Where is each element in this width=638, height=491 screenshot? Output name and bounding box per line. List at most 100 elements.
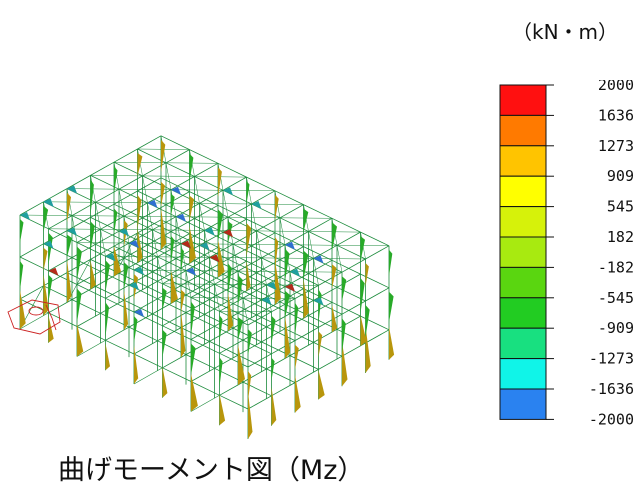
moment-mark [228,292,234,332]
beam [118,259,143,274]
beam [165,233,190,248]
beam [219,381,244,396]
roof-brace [152,229,158,257]
moment-mark [295,374,301,413]
moment-mark [389,291,394,323]
moment-mark [189,195,194,221]
beam [279,246,304,261]
beam [266,355,291,370]
beam [105,339,135,355]
beam-end-moment [119,228,129,237]
roof-brace [185,270,192,298]
beam [157,285,182,300]
beam [189,149,219,164]
beam [48,257,73,272]
moment-mark [171,270,178,304]
beam [165,149,190,164]
beam [152,216,177,231]
beam [175,203,200,218]
beam-end-moment [43,240,54,249]
beam [19,285,44,300]
beam [165,191,190,206]
moment-mark [171,235,175,264]
support-ellipse [28,306,44,316]
roof-brace [165,162,172,190]
beam-end-moment [67,227,77,236]
beam [76,312,101,327]
moment-mark [238,344,245,386]
moment-mark [285,290,290,319]
beam [180,272,205,286]
moment-mark [303,208,309,233]
beam [190,367,215,382]
legend-swatch [499,114,547,147]
moment-mark [219,357,223,387]
moment-mark [43,247,48,271]
beam [160,135,190,150]
moment-mark [332,222,337,251]
beam [100,215,125,230]
moment-mark [20,290,26,329]
beam [43,188,68,203]
beam [261,244,286,259]
legend-swatch [499,358,547,390]
beam [142,259,172,275]
moment-mark [134,316,138,343]
moment-mark [275,236,279,272]
beam [271,298,296,313]
legend-tick-label: 545 [607,198,634,216]
moment-mark [219,315,223,342]
legend-tick-label: -909 [598,319,634,337]
roof-brace [336,245,343,273]
moment-mark [246,181,250,205]
beam [128,229,153,244]
beam [152,271,182,286]
beam [123,244,148,259]
roof-brace [246,177,252,205]
roof-brace [180,243,187,271]
beam [365,245,390,260]
legend-tick-label: 1636 [598,106,634,124]
beam [128,271,153,286]
beam [246,260,276,276]
moment-mark [77,323,84,357]
wall-brace [133,367,163,385]
beam [133,353,163,369]
beam-end-moment [223,187,233,196]
beam [123,202,148,217]
beam [190,339,220,354]
beam [71,201,96,216]
beam-end-moment [186,267,196,276]
beam-end-moment [134,267,144,275]
beam [175,245,200,259]
beam [232,314,257,329]
beam-end-moment [147,199,158,208]
beam-end-moment [285,241,295,250]
beam [142,246,167,261]
moment-mark [20,261,24,291]
moment-mark [365,326,371,373]
moment-mark [285,248,290,282]
moment-mark [43,274,49,316]
beam [294,369,319,383]
beam [237,341,262,356]
beam [76,228,101,243]
beam [180,230,205,244]
moment-mark [114,166,118,195]
moment-mark [360,315,367,347]
beam [66,175,91,189]
moment-mark [238,317,243,341]
beam [289,258,314,272]
beam [227,216,257,232]
beam [199,231,224,246]
beam [76,326,106,341]
beam [227,245,252,260]
beam [152,229,182,244]
moment-mark [303,250,309,280]
moment-mark [20,219,24,243]
moment-mark [77,246,82,281]
beam [308,301,333,316]
support-outline [7,299,61,335]
legend-tick-label: -2000 [589,410,634,428]
beam [66,217,91,231]
